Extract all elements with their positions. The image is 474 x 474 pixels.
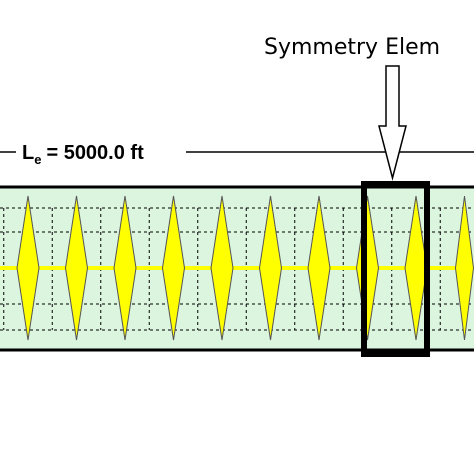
length-symbol: L xyxy=(22,142,34,164)
wave-diamond xyxy=(258,195,283,341)
length-value: = 5000.0 ft xyxy=(46,142,144,164)
wave-diamond xyxy=(16,195,40,341)
length-label: Le = 5000.0 ft xyxy=(22,142,144,167)
wave-diamond xyxy=(454,195,474,341)
length-label-backdrop xyxy=(16,138,186,166)
wave-diamond xyxy=(113,195,137,341)
callout-arrow xyxy=(378,65,407,181)
length-subscript: e xyxy=(34,152,41,167)
symmetry-element-box xyxy=(361,181,430,357)
symmetry-element-callout: Symmetry Elem xyxy=(264,35,440,60)
wave-diamond xyxy=(210,195,234,341)
wave-diamond xyxy=(161,195,186,341)
wave-shapes xyxy=(16,195,474,341)
wave-diamond xyxy=(64,195,89,341)
wave-diamond xyxy=(307,195,331,341)
wave-diamond xyxy=(404,195,428,341)
